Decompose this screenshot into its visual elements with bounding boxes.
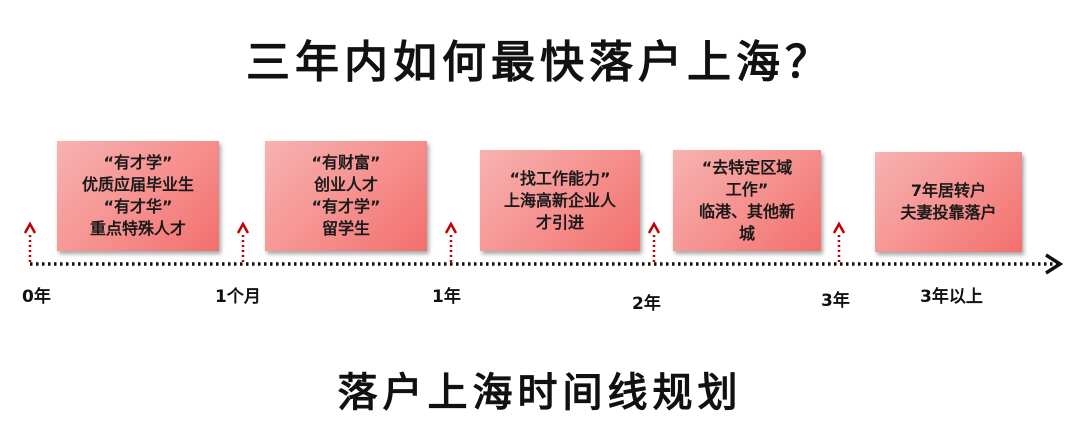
card-line: “有才学”	[311, 197, 381, 216]
milestone-card-1-month: “有财富” 创业人才 “有才学” 留学生	[265, 141, 427, 251]
milestone-card-0-year: “有才学” 优质应届毕业生 “有才华” 重点特殊人才	[57, 141, 219, 251]
card-line: 上海高新企业人	[503, 190, 616, 210]
timeline-label-1-year: 1年	[432, 287, 461, 307]
card-line: 留学生	[321, 219, 370, 238]
milestone-marker-arrowhead-1-year	[444, 221, 458, 234]
card-line: “去特定区域	[701, 157, 793, 177]
milestone-card-1-year: “找工作能力” 上海高新企业人 才引进	[480, 150, 640, 251]
card-line: “有才华”	[103, 197, 173, 216]
timeline-label-1-month: 1个月	[215, 287, 261, 307]
milestone-marker-arrowhead-0-year	[23, 221, 37, 234]
card-line: 才引进	[535, 212, 584, 232]
card-line: 临港、其他新	[698, 201, 795, 221]
milestone-marker-arrowhead-1-month	[236, 221, 250, 234]
card-line: 创业人才	[313, 175, 378, 194]
card-line: 重点特殊人才	[89, 219, 186, 238]
milestone-card-3-years: 7年居转户 夫妻投靠落户	[875, 152, 1022, 252]
card-line: “有才学”	[103, 153, 173, 172]
card-line: 城	[738, 223, 755, 243]
timeline-label-2-years: 2年	[632, 294, 661, 314]
timeline-axis-arrowhead	[1045, 253, 1064, 275]
milestone-marker-arrowhead-2-years	[647, 221, 661, 234]
card-line: “找工作能力”	[509, 168, 611, 188]
main-title: 三年内如何最快落户上海？	[246, 37, 834, 88]
timeline-label-0-year: 0年	[22, 287, 51, 307]
subtitle: 落户上海时间线规划	[337, 369, 743, 416]
timeline-label-3-years: 3年	[821, 291, 850, 311]
timeline-markers	[23, 221, 846, 262]
card-line: 夫妻投靠落户	[900, 203, 997, 222]
timeline-label-over-3-years: 3年以上	[920, 287, 983, 307]
card-line: 优质应届毕业生	[81, 175, 194, 194]
milestone-marker-arrowhead-3-years	[832, 221, 846, 234]
card-line: 工作”	[725, 179, 769, 199]
milestone-card-2-years: “去特定区域 工作” 临港、其他新 城	[673, 150, 821, 251]
card-line: “有财富”	[311, 153, 381, 172]
card-line: 7年居转户	[910, 181, 987, 200]
